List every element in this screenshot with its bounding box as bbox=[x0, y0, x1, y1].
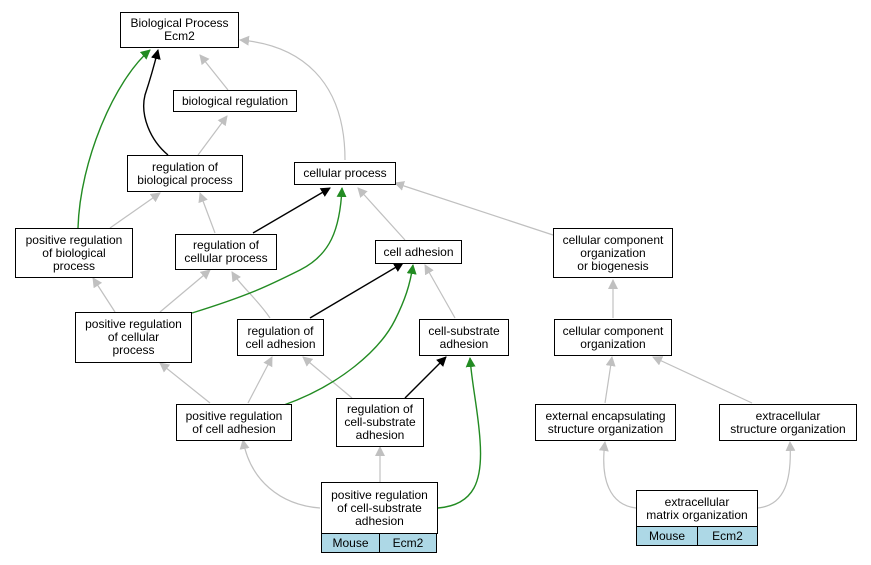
node-regulation-of-cell-adhesion[interactable]: regulation of cell adhesion bbox=[237, 319, 324, 356]
edge-is-a bbox=[302, 356, 353, 399]
node-cellular-component-organization[interactable]: cellular component organization bbox=[554, 319, 672, 356]
annotation-gene: Ecm2 bbox=[379, 533, 437, 553]
edge-part-of bbox=[143, 49, 169, 156]
node-biological-regulation[interactable]: biological regulation bbox=[173, 90, 297, 112]
edge-is-a bbox=[92, 277, 116, 313]
edge-positively-regulates bbox=[283, 264, 417, 406]
edge-is-a bbox=[199, 54, 229, 91]
edge-positively-regulates bbox=[77, 49, 151, 229]
edge-part-of bbox=[252, 187, 331, 234]
edge-is-a bbox=[198, 192, 216, 234]
edge-is-a bbox=[598, 441, 637, 509]
edge-is-a bbox=[247, 356, 273, 404]
edge-is-a bbox=[197, 115, 228, 156]
node-cell-adhesion[interactable]: cell adhesion bbox=[375, 240, 462, 264]
node-regulation-of-cellular-process[interactable]: regulation of cellular process bbox=[175, 234, 277, 270]
edge-is-a bbox=[652, 356, 753, 404]
edge-is-a bbox=[239, 439, 321, 509]
edge-is-a bbox=[239, 35, 346, 161]
annotation-species: Mouse bbox=[636, 526, 698, 546]
node-positive-regulation-of-biological-process[interactable]: positive regulation of biological proces… bbox=[15, 228, 133, 278]
node-positive-regulation-of-cell-adhesion[interactable]: positive regulation of cell adhesion bbox=[176, 404, 292, 441]
node-positive-regulation-of-cellular-process[interactable]: positive regulation of cellular process bbox=[75, 312, 192, 363]
edge-is-a bbox=[394, 181, 554, 236]
edge-is-a bbox=[231, 271, 271, 319]
node-positive-regulation-of-cell-substrate-adhesion[interactable]: positive regulation of cell-substrate ad… bbox=[321, 482, 438, 534]
edge-is-a bbox=[357, 187, 406, 241]
edge-part-of bbox=[309, 262, 404, 319]
edge-is-a bbox=[159, 362, 211, 404]
edge-is-a bbox=[159, 269, 211, 313]
annotation-row: Mouse Ecm2 bbox=[636, 526, 758, 546]
edge-is-a bbox=[604, 356, 616, 404]
node-extracellular-structure-organization[interactable]: extracellular structure organization bbox=[719, 404, 857, 441]
node-biological-process[interactable]: Biological Process Ecm2 bbox=[120, 12, 239, 48]
node-external-encapsulating-structure-organization[interactable]: external encapsulating structure organiz… bbox=[535, 404, 676, 441]
annotation-species: Mouse bbox=[321, 533, 380, 553]
node-extracellular-matrix-organization[interactable]: extracellular matrix organization bbox=[636, 490, 758, 527]
node-cellular-process[interactable]: cellular process bbox=[294, 162, 396, 185]
node-regulation-of-biological-process[interactable]: regulation of biological process bbox=[127, 155, 243, 192]
annotation-row: Mouse Ecm2 bbox=[321, 533, 438, 553]
edge-is-a bbox=[109, 192, 161, 229]
node-regulation-of-cell-substrate-adhesion[interactable]: regulation of cell-substrate adhesion bbox=[336, 398, 424, 447]
node-cell-substrate-adhesion[interactable]: cell-substrate adhesion bbox=[419, 319, 509, 356]
edge-positively-regulates bbox=[191, 187, 347, 314]
edge-positively-regulates bbox=[437, 357, 482, 509]
node-cellular-component-organization-or-biogenesis[interactable]: cellular component organization or bioge… bbox=[553, 228, 673, 278]
edge-part-of bbox=[404, 356, 447, 399]
edge-is-a bbox=[424, 264, 456, 319]
edge-is-a bbox=[757, 441, 796, 509]
annotation-gene: Ecm2 bbox=[697, 526, 758, 546]
